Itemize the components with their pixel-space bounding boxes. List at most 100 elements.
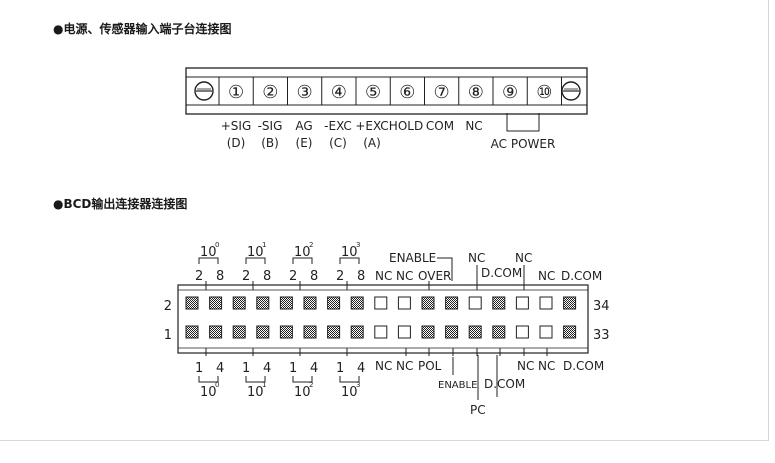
digit-pin-bottom: 4 <box>216 361 224 376</box>
terminal-signal-label: +EXC <box>355 119 388 133</box>
label-nc-bottom-b: NC <box>396 359 413 373</box>
digit-pin-top: 8 <box>357 269 365 284</box>
connector-top-row-pin <box>492 296 506 310</box>
label-enable-bottom: ENABLE <box>438 380 477 391</box>
terminal-number: ⑦ <box>434 82 450 103</box>
digit-pin-bottom: 1 <box>242 361 250 376</box>
connector-top-row-pin <box>209 296 223 310</box>
terminal-signal-label: HOLD <box>389 119 423 133</box>
terminal-signal-label: COM <box>426 119 454 133</box>
digit-bracket <box>245 257 266 264</box>
bcd-connector <box>177 281 589 356</box>
digit-pin-bottom: 4 <box>357 361 365 376</box>
terminal-pin-letter: (B) <box>261 136 279 150</box>
digit-bracket <box>292 376 313 383</box>
digit-exponent-bottom: 2 <box>309 381 313 389</box>
terminal-pin-letter: (E) <box>296 136 313 150</box>
connector-bottom-row-pin <box>303 325 317 339</box>
connector-top-row-pin <box>185 296 199 310</box>
digit-pin-top: 2 <box>289 269 297 284</box>
digit-base-top: 10 <box>294 245 311 260</box>
connector-top-row-pin <box>232 296 246 310</box>
label-nc-top-b: NC <box>396 269 413 283</box>
digit-base-bottom: 10 <box>294 385 311 400</box>
connector-bottom-row-pin <box>350 325 364 339</box>
digit-exponent-bottom: 3 <box>356 381 360 389</box>
connector-bottom-row-pin <box>468 325 482 339</box>
digit-pin-top: 2 <box>242 269 250 284</box>
digit-pin-bottom: 1 <box>336 361 344 376</box>
digit-bracket <box>292 257 313 264</box>
digit-exponent-top: 3 <box>356 241 360 249</box>
digit-pin-bottom: 4 <box>263 361 271 376</box>
connector-bottom-row-pin <box>232 325 246 339</box>
digit-base-top: 10 <box>247 245 264 260</box>
row-number-2: 2 <box>164 299 172 314</box>
connector-top-row-pin <box>468 296 482 310</box>
connector-bottom-row-pin <box>327 325 341 339</box>
ac-power-label: AC POWER <box>491 137 556 151</box>
section-title-bcd-output: ●BCD输出连接器连接图 <box>53 197 188 211</box>
terminal-number: ⑧ <box>468 82 484 103</box>
label-pc: PC <box>470 403 486 417</box>
label-pol: POL <box>418 359 442 373</box>
digit-pin-top: 2 <box>336 269 344 284</box>
label-over: OVER <box>418 269 451 283</box>
connector-top-row-pin <box>515 296 529 310</box>
digit-exponent-bottom: 1 <box>262 381 266 389</box>
terminal-number: ⑤ <box>365 82 381 103</box>
label-nc-bottom-c: NC <box>517 359 534 373</box>
digit-bracket <box>339 376 360 383</box>
connector-top-row-pin <box>303 296 317 310</box>
connector-bottom-row-pin <box>374 325 388 339</box>
section-title-power-sensor: ●电源、传感器输入端子台连接图 <box>53 22 232 36</box>
connector-top-row-pin <box>445 296 459 310</box>
bcd-bottom-labels: NC NC POL ENABLE PC D.COM NC NC D.COM <box>375 355 604 417</box>
digit-base-bottom: 10 <box>200 385 217 400</box>
digit-exponent-top: 0 <box>215 241 219 249</box>
connector-bottom-row-pin <box>515 325 529 339</box>
digit-pin-bottom: 1 <box>289 361 297 376</box>
connector-top-row-pin <box>350 296 364 310</box>
connector-top-row-pin <box>563 296 577 310</box>
terminal-number: ⑩ <box>536 82 552 103</box>
label-nc-top-a: NC <box>375 269 392 283</box>
ac-power-bracket <box>506 113 540 132</box>
label-dcom-bottom-a: D.COM <box>484 377 525 391</box>
terminal-number: ④ <box>331 82 347 103</box>
connector-top-row-pin <box>539 296 553 310</box>
terminal-pin-letter: (A) <box>363 136 381 150</box>
connector-bottom-row-pin <box>445 325 459 339</box>
digit-base-bottom: 10 <box>247 385 264 400</box>
digit-pin-top: 8 <box>216 269 224 284</box>
label-nc-top-c: NC <box>468 251 485 265</box>
connector-bottom-row-pin <box>256 325 270 339</box>
digit-base-top: 10 <box>341 245 358 260</box>
digit-exponent-top: 2 <box>309 241 313 249</box>
connector-bottom-row-pin <box>563 325 577 339</box>
digit-pin-top: 2 <box>195 269 203 284</box>
connector-top-row-pin <box>327 296 341 310</box>
digit-bracket <box>245 376 266 383</box>
terminal-signal-label: -EXC <box>324 119 352 133</box>
connector-top-row-pin <box>421 296 435 310</box>
label-nc-bottom-d: NC <box>538 359 555 373</box>
label-nc-top-e: NC <box>538 269 555 283</box>
label-dcom-top-a: D.COM <box>481 266 522 280</box>
connector-bottom-row-pin <box>397 325 411 339</box>
digit-base-top: 10 <box>200 245 217 260</box>
label-nc-top-d: NC <box>515 251 532 265</box>
terminal-number: ① <box>228 82 244 103</box>
left-mount-screw-icon <box>194 81 214 101</box>
terminal-signal-label: NC <box>465 119 482 133</box>
digit-bracket <box>198 376 219 383</box>
terminal-number: ② <box>262 82 278 103</box>
digit-bracket <box>198 257 219 264</box>
connector-bottom-row-pin <box>185 325 199 339</box>
label-nc-bottom-a: NC <box>375 359 392 373</box>
digit-exponent-bottom: 0 <box>215 381 219 389</box>
